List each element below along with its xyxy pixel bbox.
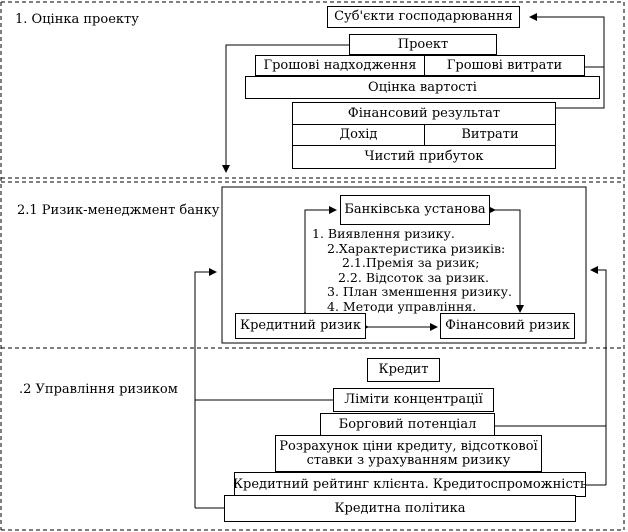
subjects-box: Суб'єкти господарювання — [327, 6, 520, 28]
risk-management-block — [221, 186, 587, 344]
section3-title: .2 Управління ризиком — [19, 382, 178, 397]
pricing-line-2: ставки з урахуванням ризику — [306, 452, 511, 468]
risk-step: 1. Виявлення ризику. — [312, 226, 455, 241]
credit-box: Кредит — [367, 358, 440, 382]
rating-box: Кредитний рейтинг клієнта. Кредитоспромо… — [234, 472, 586, 497]
risk-step: 2.2. Відсоток за ризик. — [338, 269, 489, 285]
borrowing-box: Борговий потенціал — [320, 413, 495, 436]
section1-connectors — [222, 13, 605, 173]
limits-box: Ліміти концентрації — [333, 388, 494, 412]
financial-risk-box: Фінансовий ризик — [440, 313, 575, 339]
credit-risk-box: Кредитний ризик — [235, 313, 366, 339]
income-box: Дохід — [292, 124, 425, 146]
cash-out-box: Грошові витрати — [424, 55, 585, 76]
policy-box: Кредитна політика — [224, 495, 576, 522]
risk-step: 2.Характеристика ризиків: — [327, 240, 506, 256]
risk-step: 4. Методи управління. — [327, 298, 477, 314]
section2-title: 2.1 Ризик-менеджмент банку — [17, 203, 220, 218]
cash-in-box: Грошові надходження — [255, 55, 425, 76]
expenses-box: Витрати — [424, 124, 556, 146]
risk-steps-list: 1. Виявлення ризику. 2.Характеристика ри… — [312, 226, 512, 314]
risk-step: 2.1.Премія за ризик; — [342, 255, 480, 270]
bank-box: Банківська установа — [340, 195, 490, 225]
pricing-box: Розрахунок ціни кредиту, відсоткової ста… — [275, 435, 542, 472]
section3-connectors — [194, 266, 607, 509]
pricing-line-1: Розрахунок ціни кредиту, відсоткової — [279, 438, 538, 454]
section1-title: 1. Оцінка проекту — [15, 12, 139, 27]
net-profit-box: Чистий прибуток — [292, 145, 556, 169]
fin-result-box: Фінансовий результат — [292, 102, 556, 125]
section2-connectors — [301, 206, 524, 331]
project-box: Проект — [349, 34, 497, 55]
risk-step: 3. План зменшення ризику. — [327, 284, 512, 299]
valuation-box: Оцінка вартості — [245, 76, 600, 99]
